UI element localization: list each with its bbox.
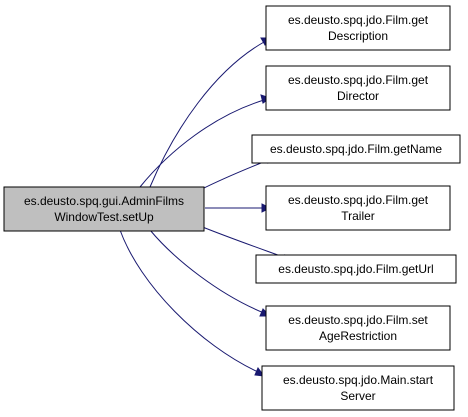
- target-node-getDescription[interactable]: es.deusto.spq.jdo.Film.get Description: [265, 5, 451, 51]
- target-node-line-1: es.deusto.spq.jdo.Film.getUrl: [278, 262, 433, 276]
- target-node-line-1: es.deusto.spq.jdo.Film.set: [288, 313, 428, 327]
- target-node-line-2: Director: [337, 89, 379, 103]
- target-node-getDirector[interactable]: es.deusto.spq.jdo.Film.get Director: [265, 65, 451, 111]
- target-node-box: [265, 65, 451, 111]
- edge-to-getUrl: [199, 225, 287, 259]
- target-node-line-2: Server: [340, 389, 375, 403]
- target-node-line-1: es.deusto.spq.jdo.Film.get: [288, 73, 429, 87]
- target-node-getTrailer[interactable]: es.deusto.spq.jdo.Film.get Trailer: [265, 185, 451, 231]
- target-node-box: [265, 185, 451, 231]
- target-node-box: [255, 254, 457, 284]
- edge-to-getDirector: [139, 99, 265, 188]
- target-node-line-1: es.deusto.spq.jdo.Film.getName: [270, 142, 442, 156]
- target-node-line-2: Description: [328, 29, 388, 43]
- target-node-box: [265, 305, 451, 351]
- target-node-line-1: es.deusto.spq.jdo.Film.get: [288, 193, 429, 207]
- target-node-line-2: AgeRestriction: [319, 329, 397, 343]
- root-node-line-2: WindowTest.setUp: [54, 210, 154, 224]
- root-node-box: [3, 186, 205, 232]
- target-node-line-2: Trailer: [341, 209, 375, 223]
- target-node-setAgeRestriction[interactable]: es.deusto.spq.jdo.Film.set AgeRestrictio…: [265, 305, 451, 351]
- edge-to-getDescription: [149, 41, 265, 188]
- edge-to-getName: [199, 159, 269, 191]
- edge-to-setAgeRestriction: [149, 229, 265, 314]
- root-node-line-1: es.deusto.spq.gui.AdminFilms: [24, 194, 184, 208]
- target-node-line-1: es.deusto.spq.jdo.Film.get: [288, 13, 429, 27]
- target-node-getUrl[interactable]: es.deusto.spq.jdo.Film.getUrl: [255, 254, 457, 284]
- target-node-startServer[interactable]: es.deusto.spq.jdo.Main.start Server: [261, 365, 455, 411]
- target-node-getName[interactable]: es.deusto.spq.jdo.Film.getName: [251, 134, 461, 164]
- target-node-box: [261, 365, 455, 411]
- target-node-box: [265, 5, 451, 51]
- edge-to-startServer: [119, 229, 259, 373]
- target-node-box: [251, 134, 461, 164]
- root-node[interactable]: es.deusto.spq.gui.AdminFilms WindowTest.…: [3, 186, 205, 232]
- target-node-line-1: es.deusto.spq.jdo.Main.start: [283, 373, 434, 387]
